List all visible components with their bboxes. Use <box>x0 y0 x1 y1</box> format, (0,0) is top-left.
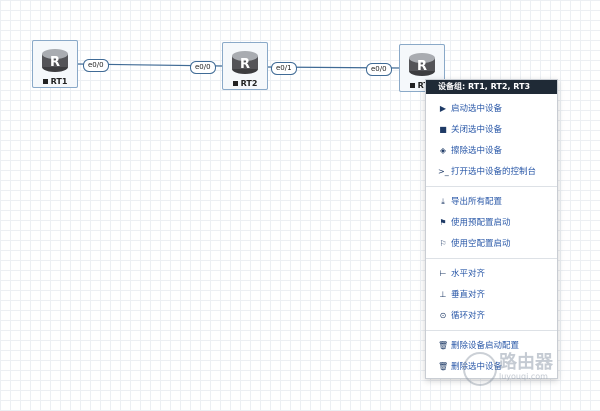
align-vertical-icon: ⊥ <box>439 290 447 299</box>
menu-item-label: 打开选中设备的控制台 <box>451 167 537 177</box>
align-circle-icon: ⊙ <box>439 311 447 320</box>
router-icon: R <box>42 49 68 72</box>
router-node[interactable]: R RT1 <box>32 40 78 88</box>
align-horizontal-icon: ⊢ <box>439 269 447 278</box>
port-label: e0/1 <box>271 62 297 75</box>
port-label: e0/0 <box>83 59 109 72</box>
menu-item-wipe-selected[interactable]: ◈ 擦除选中设备 <box>426 140 557 161</box>
menu-divider <box>426 330 557 331</box>
menu-divider <box>426 258 557 259</box>
menu-item-label: 导出所有配置 <box>451 197 503 207</box>
watermark-logo-icon <box>463 352 497 386</box>
menu-item-label: 使用空配置启动 <box>451 239 511 249</box>
svg-text:R: R <box>240 57 250 72</box>
router-label: RT1 <box>33 77 77 86</box>
menu-item-label: 删除设备启动配置 <box>451 341 520 351</box>
menu-item-label: 使用预配置启动 <box>451 218 511 228</box>
watermark-url: luyouqi.com <box>499 372 548 381</box>
console-icon: >_ <box>438 167 449 176</box>
menu-header: 设备组: RT1, RT2, RT3 <box>426 80 557 94</box>
preset-config-icon: ⚑ <box>439 218 447 227</box>
router-label: RT2 <box>223 79 267 88</box>
router-icon: R <box>409 53 435 76</box>
watermark-title: 路由器 <box>499 352 553 373</box>
trash-icon: 🗑 <box>438 341 449 350</box>
menu-item-label: 擦除选中设备 <box>451 146 503 156</box>
menu-item-label: 水平对齐 <box>451 269 486 279</box>
menu-item-delete-startup-config[interactable]: 🗑删除设备启动配置 <box>426 335 557 356</box>
menu-item-stop-selected[interactable]: ■ 关闭选中设备 <box>426 119 557 140</box>
menu-item-open-console[interactable]: >_打开选中设备的控制台 <box>426 161 557 182</box>
router-node[interactable]: R RT2 <box>222 42 268 90</box>
menu-item-start-selected[interactable]: ▶ 启动选中设备 <box>426 98 557 119</box>
port-label: e0/0 <box>366 63 392 76</box>
router-icon: R <box>232 51 258 74</box>
menu-item-align-horizontal[interactable]: ⊢ 水平对齐 <box>426 263 557 284</box>
menu-item-export-configs[interactable]: ⤓ 导出所有配置 <box>426 191 557 212</box>
menu-item-start-preset-config[interactable]: ⚑ 使用预配置启动 <box>426 212 557 233</box>
menu-item-align-circle[interactable]: ⊙ 循环对齐 <box>426 305 557 326</box>
menu-item-label: 关闭选中设备 <box>451 125 503 135</box>
menu-item-align-vertical[interactable]: ⊥ 垂直对齐 <box>426 284 557 305</box>
menu-item-label: 启动选中设备 <box>451 104 503 114</box>
menu-item-label: 循环对齐 <box>451 311 486 321</box>
svg-text:R: R <box>417 59 427 74</box>
empty-config-icon: ⚐ <box>439 239 447 248</box>
stop-icon: ■ <box>439 125 447 134</box>
export-icon: ⤓ <box>441 197 445 206</box>
trash-icon: 🗑 <box>438 362 449 371</box>
context-menu: 设备组: RT1, RT2, RT3 ▶ 启动选中设备 ■ 关闭选中设备 ◈ 擦除选中… <box>425 79 558 379</box>
menu-divider <box>426 186 557 187</box>
svg-text:R: R <box>50 55 60 70</box>
play-icon: ▶ <box>439 104 447 113</box>
port-label: e0/0 <box>190 61 216 74</box>
menu-item-label: 垂直对齐 <box>451 290 486 300</box>
watermark: 路由器 luyouqi.com <box>463 348 588 393</box>
menu-item-start-empty-config[interactable]: ⚐ 使用空配置启动 <box>426 233 557 254</box>
eraser-icon: ◈ <box>439 146 447 155</box>
